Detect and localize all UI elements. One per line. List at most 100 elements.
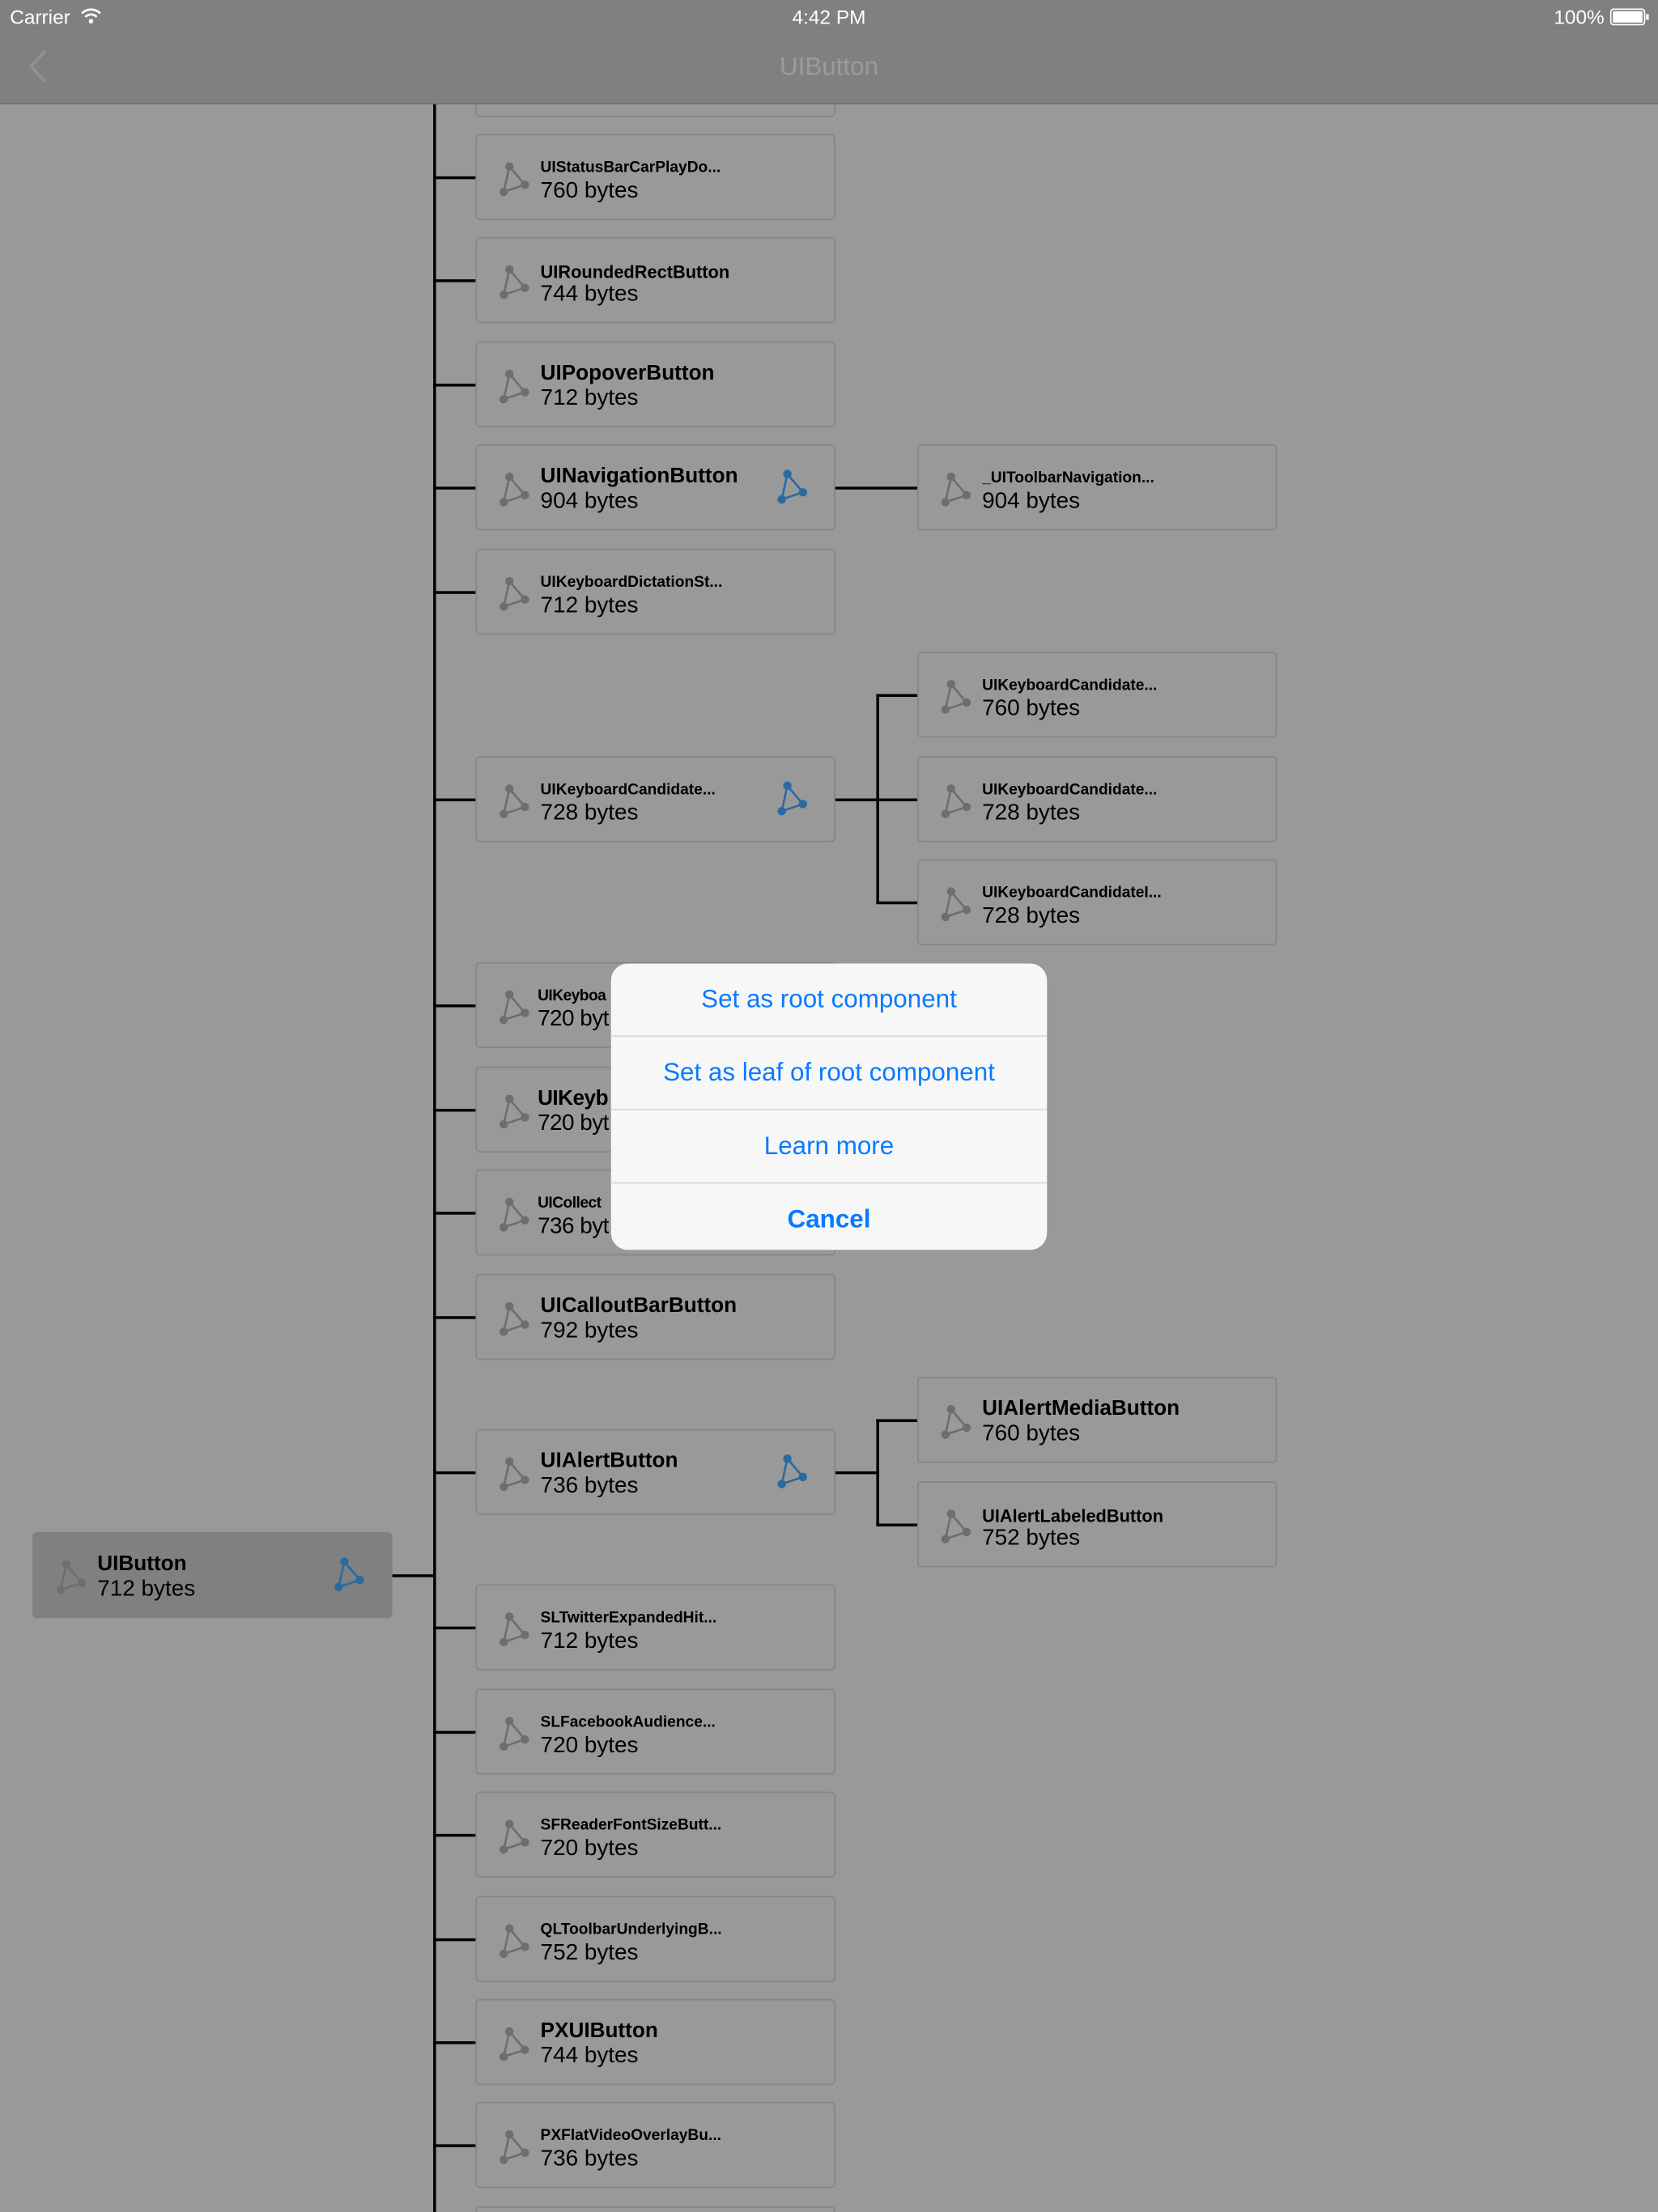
class-size: 744 bytes (540, 2044, 639, 2069)
class-name: UIAlertMediaButton (982, 1396, 1180, 1421)
class-name: _UIToolbarNavigation... (982, 469, 1154, 487)
class-icon (500, 369, 529, 404)
tree-connector (876, 1419, 917, 1422)
class-icon (941, 1509, 971, 1543)
carrier-label: Carrier (10, 5, 70, 28)
class-name: UIAlertButton (540, 1449, 678, 1473)
class-size: 744 bytes (540, 282, 639, 307)
tree-connector (433, 486, 476, 489)
class-size: 728 bytes (540, 801, 639, 826)
tree-connector (433, 1626, 476, 1629)
expand-hierarchy-icon[interactable] (775, 1453, 811, 1489)
class-name: UIButton (97, 1552, 187, 1576)
tree-connector (835, 1471, 877, 1474)
class-size: 760 bytes (540, 179, 639, 203)
class-name: UIAlertLabeledButton (982, 1506, 1164, 1526)
class-size: 728 bytes (982, 801, 1081, 826)
action-sheet: Set as root component Set as leaf of roo… (610, 963, 1048, 1250)
class-icon (941, 887, 971, 922)
class-size: 720 byt (538, 1111, 609, 1136)
set-as-root-button[interactable]: Set as root component (610, 963, 1048, 1038)
class-icon (941, 472, 971, 507)
class-icon (941, 784, 971, 818)
class-size: 720 bytes (540, 1836, 639, 1861)
class-size: 904 bytes (982, 489, 1081, 514)
class-node[interactable] (475, 2206, 835, 2212)
class-node[interactable]: UIKeyboardCandidateI...728 bytes (916, 859, 1278, 945)
tree-connector (876, 901, 917, 904)
tree-connector (433, 104, 436, 2212)
class-node[interactable]: QLToolbarUnderlyingB...752 bytes (475, 1896, 835, 1982)
class-size: 720 byt (538, 1007, 609, 1032)
navigation-bar: UIButton (0, 31, 1658, 104)
learn-more-button[interactable]: Learn more (610, 1110, 1048, 1184)
class-name: UIKeyboardCandidateI... (982, 884, 1162, 902)
class-node[interactable]: UIKeyboardCandidate...728 bytes (916, 756, 1278, 843)
tree-connector (433, 1108, 476, 1111)
class-node[interactable]: UIKeyboa 720 byt (475, 962, 835, 1049)
class-name: UIKeyboardDictationSt... (540, 574, 723, 592)
tree-connector (876, 1419, 879, 1526)
class-size: 736 bytes (540, 2146, 639, 2172)
class-icon (500, 265, 529, 299)
chevron-left-icon[interactable] (28, 48, 48, 84)
class-name: UIKeyb (538, 1086, 609, 1110)
class-node[interactable]: UIKeyboardDictationSt...712 bytes (475, 549, 835, 635)
tree-connector (392, 1574, 434, 1577)
class-size: 712 bytes (540, 386, 639, 411)
class-size: 904 bytes (540, 489, 639, 514)
class-node[interactable]: SLTwitterExpandedHit...712 bytes (475, 1584, 835, 1671)
class-icon (500, 1717, 529, 1751)
class-name: UIKeyboa (538, 987, 606, 1005)
tree-connector (835, 798, 877, 801)
status-bar: Carrier 4:42 PM 100% (0, 0, 1658, 32)
class-icon (500, 2129, 529, 2164)
wifi-icon (81, 8, 101, 23)
time-label: 4:42 PM (792, 5, 866, 28)
tree-connector (433, 1212, 476, 1214)
class-icon (500, 1457, 529, 1492)
class-icon (500, 2027, 529, 2061)
set-as-leaf-button[interactable]: Set as leaf of root component (610, 1037, 1048, 1110)
cancel-button[interactable]: Cancel (787, 1204, 871, 1233)
class-size: 736 byt (538, 1214, 609, 1239)
class-node[interactable]: UIStatusBarCarPlayDo...760 bytes (475, 134, 835, 220)
tree-connector (433, 591, 476, 593)
class-icon (500, 162, 529, 197)
class-node[interactable]: UIKeyboardCandidate...728 bytes (475, 756, 835, 843)
class-node[interactable]: SFReaderFontSizeButt...720 bytes (475, 1791, 835, 1878)
class-node[interactable]: SLFacebookAudience... 720 bytes (475, 1688, 835, 1775)
class-node[interactable]: PXFlatVideoOverlayBu...736 bytes (475, 2102, 835, 2189)
tree-connector (876, 694, 917, 697)
class-node[interactable]: UIKeyboardCandidate...760 bytes (916, 652, 1278, 738)
class-size: 712 bytes (97, 1577, 196, 1602)
expand-hierarchy-icon[interactable] (332, 1556, 368, 1593)
class-icon (500, 1612, 529, 1647)
class-icon (500, 1301, 529, 1336)
tree-connector (433, 1471, 476, 1474)
battery-icon (1609, 8, 1649, 26)
tree-connector (876, 798, 917, 801)
tree-connector (433, 798, 476, 801)
class-size: 720 bytes (540, 1734, 639, 1758)
class-size: 760 bytes (982, 697, 1081, 721)
class-node[interactable]: _UIToolbarNavigation... 904 bytes (916, 444, 1278, 531)
class-name: UICalloutBarButton (540, 1293, 738, 1318)
class-name: SLFacebookAudience... (540, 1713, 716, 1731)
class-size: 752 bytes (982, 1526, 1081, 1551)
class-icon (500, 1197, 529, 1232)
class-icon (500, 990, 529, 1025)
tree-connector (433, 2041, 476, 2044)
expand-hierarchy-icon[interactable] (775, 469, 811, 505)
expand-hierarchy-icon[interactable] (775, 780, 811, 817)
